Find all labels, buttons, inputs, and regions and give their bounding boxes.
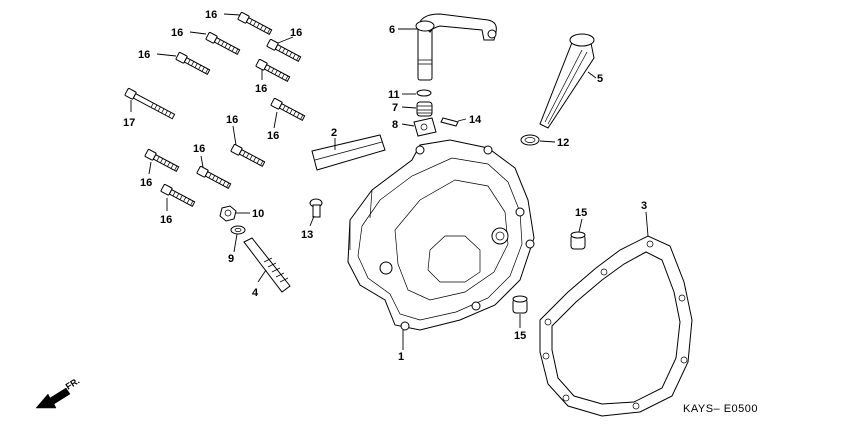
callout-15: 15 (514, 330, 526, 342)
callout-17: 17 (123, 117, 135, 129)
callout-15: 15 (575, 207, 587, 219)
callout-16: 16 (226, 114, 238, 126)
gasket-icon (539, 235, 693, 417)
spring-icon (416, 101, 433, 117)
callout-16: 16 (267, 130, 279, 142)
callout-10: 10 (252, 208, 264, 220)
rubber-strip-icon (311, 134, 386, 171)
callout-16: 16 (160, 214, 172, 226)
callout-6: 6 (389, 24, 395, 36)
front-direction-indicator: FR. (35, 376, 82, 409)
callout-11: 11 (388, 89, 400, 101)
callout-5: 5 (597, 73, 603, 85)
clutch-lever-icon (415, 13, 497, 81)
callout-13: 13 (301, 229, 313, 241)
spring-pin-icon (243, 237, 291, 293)
cam-piece-icon (413, 117, 437, 137)
callout-4: 4 (252, 287, 259, 299)
callout-16: 16 (138, 49, 150, 61)
leader-lines (130, 13, 649, 350)
front-label: FR. (64, 376, 82, 392)
bolt-icon (309, 198, 323, 218)
pin-icon (440, 117, 459, 127)
washer-icon (230, 225, 246, 235)
callout-16: 16 (171, 27, 183, 39)
callout-16: 16 (193, 143, 205, 155)
callout-8: 8 (392, 119, 398, 131)
callout-14: 14 (469, 114, 482, 126)
callout-12: 12 (557, 137, 569, 149)
callout-16: 16 (290, 27, 302, 39)
dipstick-icon (539, 33, 595, 129)
callout-1: 1 (398, 351, 404, 363)
callout-labels: 16 16 16 16 16 17 16 16 16 16 16 2 6 11 … (123, 9, 647, 363)
callout-2: 2 (331, 127, 337, 139)
callout-7: 7 (392, 102, 398, 114)
callout-3: 3 (641, 200, 647, 212)
arrow-down-left-icon (35, 387, 71, 409)
clip-icon (416, 89, 432, 97)
nut-icon (219, 205, 237, 222)
callout-9: 9 (228, 253, 234, 265)
crankcase-cover-icon (347, 139, 535, 331)
callout-16: 16 (205, 9, 217, 21)
flange-bolt-icon (124, 11, 306, 207)
callout-16: 16 (255, 83, 267, 95)
dowel-pin-icon (512, 231, 586, 314)
o-ring-icon (520, 134, 540, 146)
callout-16: 16 (140, 177, 152, 189)
diagram-code: KAYS– E0500 (683, 403, 758, 415)
